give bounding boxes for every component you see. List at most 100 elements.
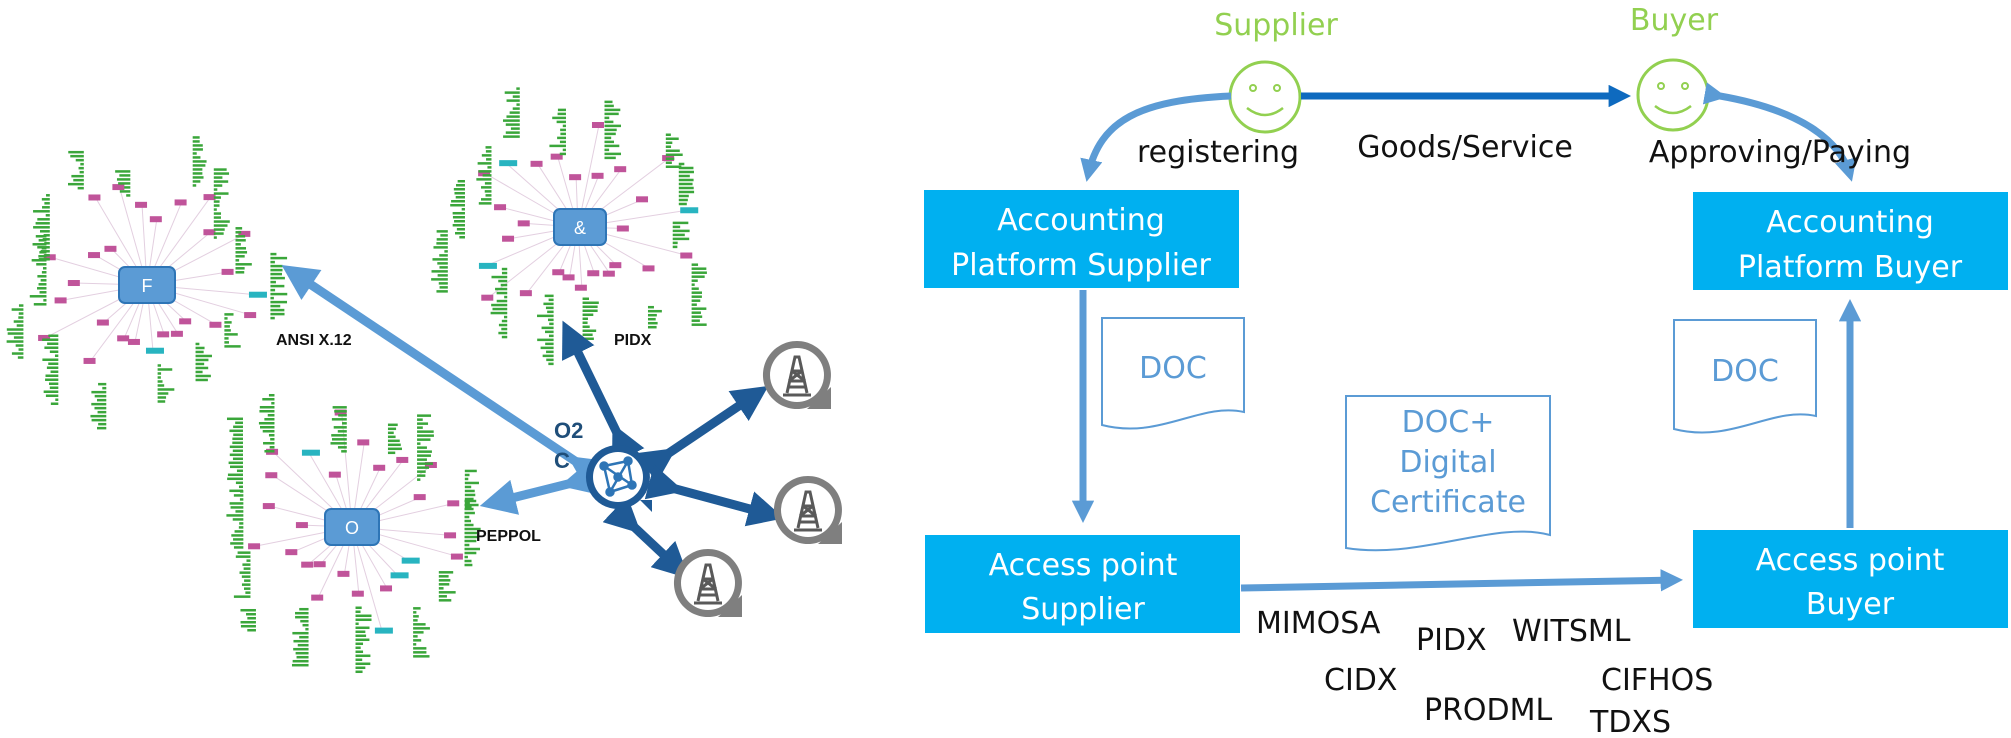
cluster-bar: [54, 354, 59, 357]
cluster-bar: [464, 535, 478, 539]
cluster-bar: [457, 179, 465, 183]
cluster-bar: [431, 270, 448, 273]
cluster-bar: [39, 230, 50, 233]
cluster-bar: [75, 158, 84, 162]
cluster-bar: [417, 430, 434, 433]
cluster-node: [447, 500, 460, 507]
cluster-bar: [433, 246, 448, 249]
cluster-bar: [263, 441, 275, 445]
cluster-bar: [229, 429, 243, 433]
cluster-node: [238, 230, 251, 237]
cluster-bar: [45, 378, 59, 381]
cluster-bar: [259, 425, 275, 429]
cluster-pidx-node: &: [553, 208, 607, 246]
cluster-bar: [582, 317, 588, 321]
cluster-bar: [270, 312, 285, 316]
cluster-bar: [299, 635, 309, 639]
cluster-bar: [98, 382, 107, 386]
cluster-bar: [464, 547, 481, 551]
cluster-node: [519, 290, 532, 297]
cluster-bar: [192, 172, 203, 175]
cluster-node: [591, 122, 604, 129]
oil-well-icon: [672, 547, 744, 619]
cluster-bar: [47, 342, 59, 345]
cluster-bar: [79, 170, 84, 174]
cluster-bar: [355, 650, 364, 654]
cluster-bar: [464, 543, 470, 547]
cluster-bar: [213, 224, 228, 227]
cluster-node: [562, 274, 575, 281]
cluster-bar: [355, 622, 359, 626]
cluster-bar: [548, 298, 554, 302]
cluster-bar: [213, 204, 220, 207]
cluster-bar: [270, 264, 283, 268]
cluster-bar: [665, 137, 679, 141]
cluster-bar: [270, 296, 274, 300]
cluster-bar: [503, 135, 520, 138]
cluster-bar: [604, 132, 616, 136]
doc-right-label: DOC: [1711, 354, 1779, 389]
cluster-bar: [224, 313, 234, 316]
cluster-bar: [678, 162, 685, 166]
cluster-bar: [18, 304, 24, 307]
cluster-bar: [40, 250, 50, 253]
cluster-bar: [464, 499, 477, 503]
cluster-bar: [32, 243, 47, 246]
cluster-bar: [678, 178, 694, 182]
cluster-bar: [678, 186, 694, 190]
cluster-node: [262, 503, 275, 510]
cluster-bar: [453, 187, 465, 191]
cluster-bar: [237, 551, 251, 554]
cluster-bar: [557, 136, 566, 140]
cluster-bar: [258, 421, 275, 425]
cluster-bar: [233, 494, 244, 497]
cluster-bar: [413, 619, 418, 622]
cluster-bar: [94, 394, 107, 398]
cluster-bar: [491, 303, 508, 307]
cluster-bar: [295, 615, 309, 619]
cluster-bar: [665, 149, 680, 153]
cluster-bar: [672, 221, 689, 225]
cluster-bar: [552, 116, 566, 120]
cluster-bar: [604, 128, 617, 132]
cluster-node: [248, 543, 261, 550]
cluster-bar: [94, 406, 107, 410]
cluster-bar: [417, 418, 423, 421]
cluster-node: [373, 464, 386, 471]
cluster-bar: [464, 519, 472, 523]
cluster-bar: [235, 227, 243, 230]
cluster-bar: [157, 396, 167, 399]
cluster-bar: [213, 176, 223, 179]
cluster-bar: [417, 438, 431, 441]
cluster-bar: [213, 168, 227, 171]
cluster-bar: [547, 318, 554, 322]
cluster-bar: [501, 335, 508, 339]
cluster-bar: [604, 152, 622, 156]
cluster-node: [351, 590, 364, 597]
cluster-node: [145, 347, 164, 354]
cluster-bar: [50, 402, 59, 405]
cluster-bar: [543, 302, 554, 306]
cluster-bar: [604, 108, 621, 112]
cluster-bar: [691, 291, 702, 294]
cluster-bar: [464, 501, 470, 505]
cluster-bar: [42, 338, 59, 341]
cluster-bar: [246, 559, 251, 562]
cluster-bar: [213, 188, 218, 191]
cluster-bar: [11, 352, 24, 355]
cluster-bar: [270, 280, 276, 284]
cluster-bar: [678, 166, 694, 170]
cluster-bar: [417, 414, 432, 417]
cluster-node: [357, 439, 370, 446]
cluster-node: [170, 330, 183, 337]
cluster-bar: [270, 288, 276, 292]
cluster-bar: [456, 183, 465, 187]
cluster-bar: [338, 414, 347, 417]
cluster-bar: [270, 304, 281, 308]
cluster-bar: [665, 141, 673, 145]
cluster-bar: [240, 624, 256, 628]
cluster-bar: [413, 635, 418, 638]
cluster-bar: [39, 291, 47, 294]
cluster-bar: [270, 268, 283, 272]
cluster-bar: [496, 299, 508, 303]
